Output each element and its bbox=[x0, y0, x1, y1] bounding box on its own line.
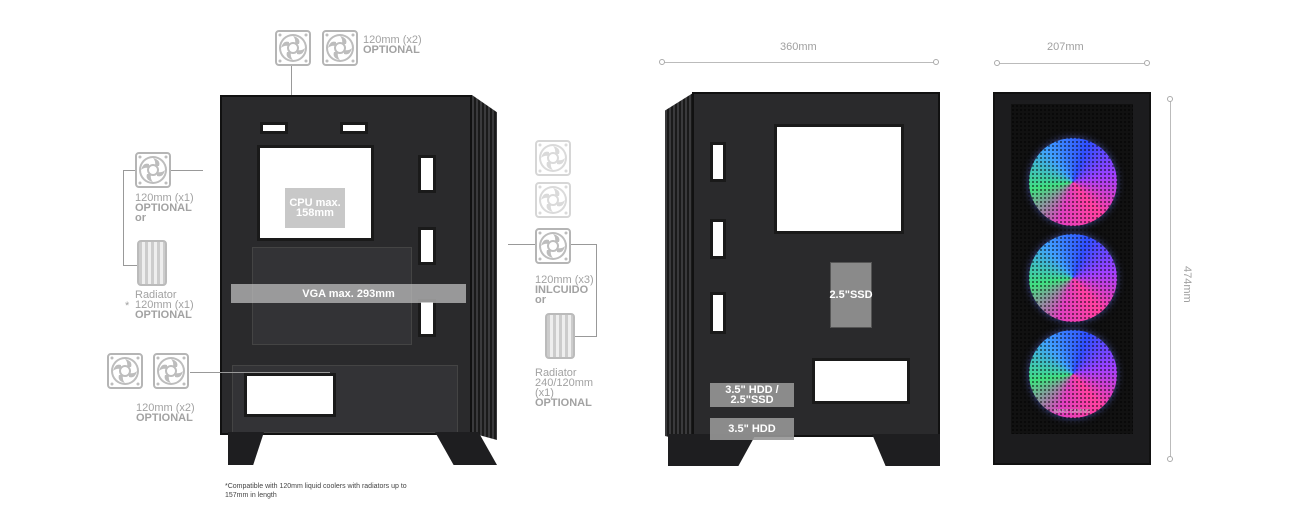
bottom-fan-icon bbox=[153, 353, 189, 389]
front-fan-icon bbox=[535, 228, 571, 264]
front-radiator-size: 240/120mm bbox=[535, 377, 594, 389]
front-radiator-title: Radiator bbox=[535, 367, 577, 379]
hdd-ssd-bay-label: 3.5" HDD /2.5"SSD bbox=[710, 383, 794, 407]
case-side-back-edge bbox=[665, 93, 693, 443]
hdd-bay-label: 3.5" HDD bbox=[710, 418, 794, 440]
footnote-line2: 157mm in length bbox=[225, 492, 277, 499]
brand-logo: MARS GAMING bbox=[1053, 409, 1091, 415]
bottom-fans-size: 120mm (x2) bbox=[136, 402, 195, 414]
connector-line bbox=[508, 244, 535, 245]
bracket-line bbox=[123, 170, 124, 265]
ssd-mount-label: 2.5"SSD bbox=[829, 262, 873, 328]
case-front: MARS GAMING bbox=[993, 92, 1151, 465]
front-fans-size: 120mm (x3) bbox=[535, 274, 594, 286]
bottom-fans-status: OPTIONAL bbox=[136, 412, 193, 424]
top-fans-label: 120mm (x2)OPTIONAL bbox=[363, 34, 422, 56]
dimension-endpoint bbox=[1144, 60, 1150, 66]
bracket-line bbox=[123, 265, 137, 266]
bracket-line bbox=[571, 244, 596, 245]
cable-hole bbox=[710, 142, 726, 182]
rear-fan-status: OPTIONAL bbox=[135, 202, 192, 214]
footnote-line1: *Compatible with 120mm liquid coolers wi… bbox=[225, 483, 407, 490]
top-fan-icon bbox=[275, 30, 311, 66]
psu-cutout bbox=[812, 358, 910, 404]
front-fan-icon bbox=[535, 182, 571, 218]
width-label: 207mm bbox=[1047, 41, 1084, 53]
vga-label-text: VGA max. 293mm bbox=[302, 287, 395, 300]
rear-fan-icon bbox=[135, 152, 171, 188]
rear-radiator-label: Radiator * 120mm (x1)OPTIONAL bbox=[125, 289, 194, 321]
bottom-fan-icon bbox=[107, 353, 143, 389]
rear-fan-or: or bbox=[135, 212, 146, 224]
case-foot bbox=[872, 434, 940, 466]
dimension-endpoint bbox=[1167, 456, 1173, 462]
bracket-line bbox=[123, 170, 135, 171]
cable-hole bbox=[418, 227, 436, 265]
hdd-ssd-line2: 2.5"SSD bbox=[730, 394, 774, 406]
depth-label: 360mm bbox=[780, 41, 817, 53]
top-vent bbox=[260, 122, 288, 134]
case-side-open bbox=[220, 95, 472, 435]
height-dimension-line bbox=[1170, 100, 1171, 458]
rear-radiator-title: Radiator bbox=[135, 289, 177, 301]
cpu-label-line1: CPU max. bbox=[289, 197, 341, 209]
cable-hole bbox=[418, 299, 436, 337]
top-fans-status: OPTIONAL bbox=[363, 44, 420, 56]
depth-dimension-line bbox=[663, 62, 935, 63]
rear-fan-size: 120mm (x1) bbox=[135, 192, 194, 204]
dimension-endpoint bbox=[933, 59, 939, 65]
front-mesh-panel: MARS GAMING bbox=[1011, 104, 1133, 434]
cable-hole bbox=[418, 155, 436, 193]
case-side-back bbox=[692, 92, 940, 437]
rear-radiator-status: OPTIONAL bbox=[135, 309, 192, 321]
front-radiator-icon bbox=[545, 313, 575, 359]
width-dimension-line bbox=[998, 63, 1146, 64]
height-label: 474mm bbox=[1181, 266, 1193, 303]
connector-line bbox=[171, 170, 203, 171]
top-fan-icon bbox=[322, 30, 358, 66]
cpu-cooler-clearance-label: CPU max.158mm bbox=[285, 188, 345, 228]
cpu-backplate-cutout bbox=[774, 124, 904, 234]
rear-radiator-icon bbox=[137, 240, 167, 286]
dimension-endpoint bbox=[659, 59, 665, 65]
hdd-ssd-line1: 3.5" HDD / bbox=[725, 384, 779, 396]
cable-hole bbox=[710, 292, 726, 334]
bottom-fans-label: 120mm (x2)OPTIONAL bbox=[136, 402, 195, 424]
dimension-endpoint bbox=[1167, 96, 1173, 102]
front-radiator-status: OPTIONAL bbox=[535, 397, 592, 409]
mesh-overlay bbox=[1011, 104, 1133, 434]
front-fan-icon bbox=[535, 140, 571, 176]
top-fans-size: 120mm (x2) bbox=[363, 34, 422, 46]
cpu-label-line2: 158mm bbox=[296, 207, 334, 219]
cable-hole bbox=[710, 219, 726, 259]
front-fans-or: or bbox=[535, 294, 546, 306]
front-fans-status: INLCUIDO bbox=[535, 284, 589, 296]
front-panel-edge bbox=[472, 95, 497, 440]
footnote: *Compatible with 120mm liquid coolers wi… bbox=[225, 482, 407, 500]
ssd-label-text: 2.5"SSD bbox=[829, 289, 873, 301]
bracket-line bbox=[596, 244, 597, 337]
front-radiator-count: (x1) bbox=[535, 387, 554, 399]
hdd-label-text: 3.5" HDD bbox=[728, 423, 776, 435]
shroud-cutout bbox=[244, 373, 336, 417]
dimension-endpoint bbox=[994, 60, 1000, 66]
rear-radiator-size: 120mm (x1) bbox=[135, 299, 194, 311]
footnote-star: * bbox=[125, 300, 130, 312]
vga-clearance-label: VGA max. 293mm bbox=[231, 284, 466, 303]
connector-line bbox=[291, 66, 292, 96]
case-foot bbox=[228, 432, 264, 465]
top-vent bbox=[340, 122, 368, 134]
bracket-line bbox=[575, 336, 597, 337]
connector-line bbox=[190, 372, 330, 373]
